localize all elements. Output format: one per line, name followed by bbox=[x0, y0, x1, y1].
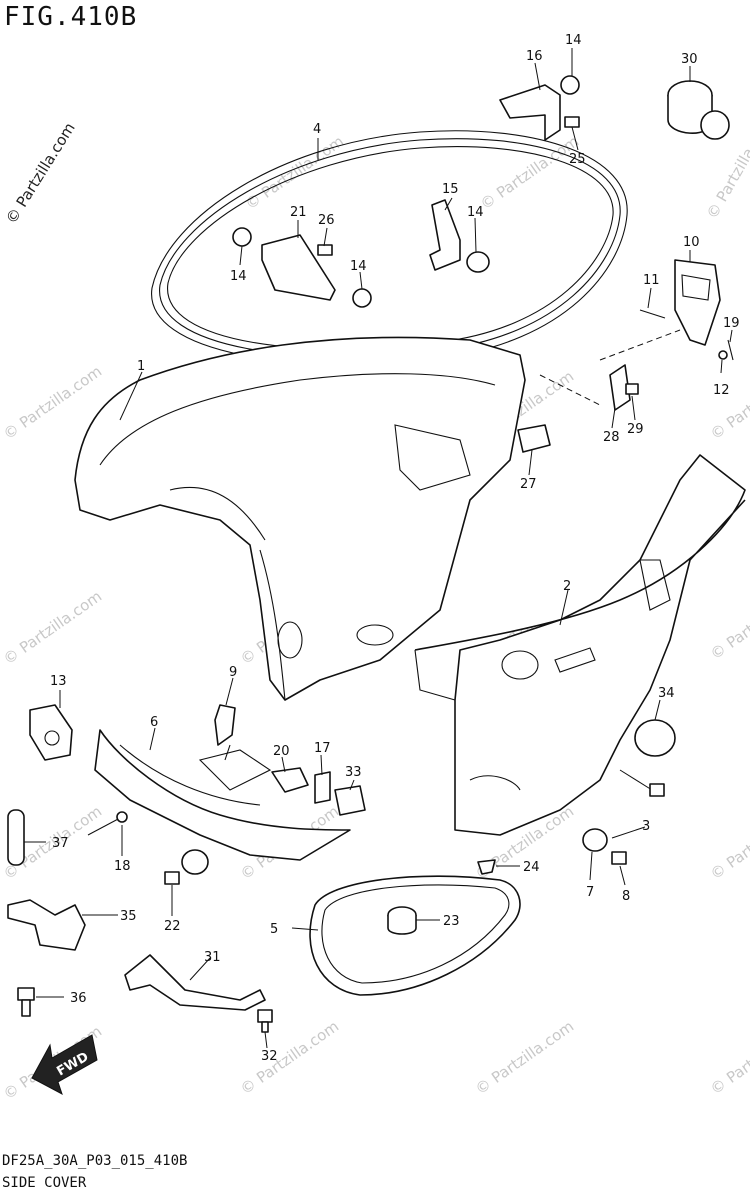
part-29-nut[interactable] bbox=[625, 383, 639, 395]
part-36-bolt[interactable] bbox=[17, 987, 35, 1017]
figure-code: DF25A_30A_P03_015_410B bbox=[2, 1153, 188, 1169]
figure-name: SIDE COVER bbox=[2, 1175, 87, 1191]
part-15-bracket[interactable] bbox=[429, 199, 461, 271]
grommet[interactable] bbox=[181, 849, 209, 875]
part-14-grommet[interactable] bbox=[352, 288, 372, 308]
part-21-bracket[interactable] bbox=[261, 234, 336, 301]
part-label-33: 33 bbox=[345, 765, 362, 780]
part-32-bolt[interactable] bbox=[257, 1009, 273, 1033]
part-label-22: 22 bbox=[164, 919, 181, 934]
part-label-13: 13 bbox=[50, 674, 67, 689]
part-1-cover[interactable] bbox=[74, 336, 526, 701]
part-label-30: 30 bbox=[681, 52, 698, 67]
part-label-7: 7 bbox=[586, 885, 594, 900]
part-14-grommet[interactable] bbox=[466, 251, 490, 273]
watermark: © Partzilla.com bbox=[707, 582, 750, 663]
part-35-plate[interactable] bbox=[7, 899, 86, 951]
watermark: © Partzilla.com bbox=[707, 1017, 750, 1098]
part-label-24: 24 bbox=[523, 860, 540, 875]
part-label-11: 11 bbox=[643, 273, 660, 288]
part-16-bracket[interactable] bbox=[499, 84, 561, 141]
part-31-bracket[interactable] bbox=[124, 954, 266, 1011]
part-12-washer[interactable] bbox=[718, 350, 728, 360]
watermark: © Partzilla.com bbox=[707, 802, 750, 883]
watermark: © Partzilla.com bbox=[477, 132, 582, 213]
part-label-21: 21 bbox=[290, 205, 307, 220]
part-label-27: 27 bbox=[520, 477, 537, 492]
part-25-bolt[interactable] bbox=[564, 116, 580, 128]
part-7-grommet[interactable] bbox=[582, 828, 608, 852]
leader-lines bbox=[24, 48, 733, 1049]
part-14-grommet[interactable] bbox=[560, 75, 580, 95]
part-10-lever[interactable] bbox=[674, 259, 721, 346]
part-label-15: 15 bbox=[442, 182, 459, 197]
part-18-rivet[interactable] bbox=[87, 811, 128, 836]
part-23-grommet[interactable] bbox=[387, 906, 417, 935]
part-label-25: 25 bbox=[569, 152, 586, 167]
part-8-bolt[interactable] bbox=[611, 851, 627, 865]
part-20-bracket[interactable] bbox=[271, 767, 309, 793]
part-17-collar[interactable] bbox=[314, 771, 331, 804]
dashed-guide bbox=[599, 329, 681, 361]
watermark: © Partzilla.com bbox=[237, 1017, 342, 1098]
part-label-14-left: 14 bbox=[230, 269, 247, 284]
part-label-5: 5 bbox=[270, 922, 278, 937]
part-3-bolt[interactable] bbox=[619, 769, 665, 797]
part-label-3: 3 bbox=[642, 819, 650, 834]
part-33-holder[interactable] bbox=[334, 785, 366, 816]
part-14-grommet[interactable] bbox=[232, 227, 252, 247]
part-label-14-mid: 14 bbox=[467, 205, 484, 220]
part-label-37: 37 bbox=[52, 836, 69, 851]
part-label-28: 28 bbox=[603, 430, 620, 445]
part-22-bolt[interactable] bbox=[164, 871, 180, 885]
part-label-1: 1 bbox=[137, 359, 145, 374]
watermark: © Partzilla.com bbox=[242, 132, 347, 213]
part-11-pin[interactable] bbox=[639, 309, 666, 319]
part-37-sleeve[interactable] bbox=[7, 809, 25, 866]
part-label-31: 31 bbox=[204, 950, 221, 965]
part-label-34: 34 bbox=[658, 686, 675, 701]
part-30-grommet[interactable] bbox=[667, 80, 730, 140]
part-label-18: 18 bbox=[114, 859, 131, 874]
part-28-bracket[interactable] bbox=[609, 364, 631, 411]
watermark: © Partzilla.com bbox=[472, 1017, 577, 1098]
watermark: © Partzilla.com bbox=[707, 362, 750, 443]
part-6-bottom-cowl[interactable] bbox=[94, 729, 351, 861]
part-label-14-top: 14 bbox=[565, 33, 582, 48]
part-label-8: 8 bbox=[622, 889, 630, 904]
part-label-17: 17 bbox=[314, 741, 331, 756]
part-label-14-low: 14 bbox=[350, 259, 367, 274]
part-label-23: 23 bbox=[443, 914, 460, 929]
part-5-seal[interactable] bbox=[309, 875, 521, 996]
part-4-seal[interactable] bbox=[151, 130, 628, 365]
part-label-20: 20 bbox=[273, 744, 290, 759]
watermark-main: © Partzilla.com bbox=[2, 119, 79, 227]
part-26-bolt[interactable] bbox=[317, 244, 333, 256]
part-2-cover[interactable] bbox=[414, 454, 746, 836]
part-label-29: 29 bbox=[627, 422, 644, 437]
part-label-32: 32 bbox=[261, 1049, 278, 1064]
part-24-clip[interactable] bbox=[477, 859, 496, 875]
part-13-bracket[interactable] bbox=[29, 704, 73, 761]
part-label-16: 16 bbox=[526, 49, 543, 64]
part-label-4: 4 bbox=[313, 122, 321, 137]
part-label-36: 36 bbox=[70, 991, 87, 1006]
part-9-clip[interactable] bbox=[214, 704, 236, 761]
part-label-6: 6 bbox=[150, 715, 158, 730]
part-19-clip[interactable] bbox=[727, 339, 734, 361]
dashed-guide bbox=[539, 374, 601, 406]
part-27-cushion[interactable] bbox=[517, 424, 551, 453]
part-label-19: 19 bbox=[723, 316, 740, 331]
part-label-35: 35 bbox=[120, 909, 137, 924]
watermark: © Partzilla.com bbox=[0, 587, 105, 668]
part-label-10: 10 bbox=[683, 235, 700, 250]
part-label-26: 26 bbox=[318, 213, 335, 228]
part-34-plug[interactable] bbox=[634, 719, 676, 757]
part-label-2: 2 bbox=[563, 579, 571, 594]
part-labels: 1 2 3 4 5 6 7 8 9 10 11 12 13 14 14 14 1… bbox=[50, 33, 740, 1064]
part-label-12: 12 bbox=[713, 383, 730, 398]
figure-title: FIG.410B bbox=[4, 2, 138, 32]
part-label-9: 9 bbox=[229, 665, 237, 680]
